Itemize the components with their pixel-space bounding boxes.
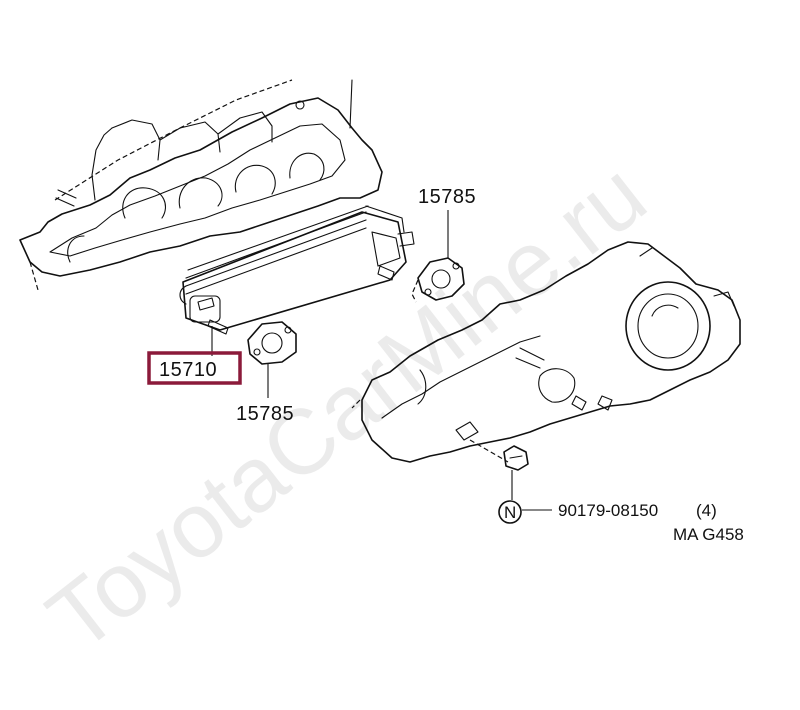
gasket-lower-drawing — [247, 321, 297, 365]
pump-housing-drawing — [351, 241, 741, 463]
figure-code: MA G458 — [673, 525, 744, 544]
gasket-upper-part-number[interactable]: 15785 — [418, 186, 476, 208]
gasket-lower-part-number[interactable]: 15785 — [236, 403, 294, 425]
gasket-upper-drawing — [411, 257, 465, 303]
bolt-marker-letter: N — [504, 503, 516, 522]
engine-block-drawing — [19, 79, 383, 291]
oil-cooler-drawing — [179, 205, 415, 335]
oil-cooler-part-number[interactable]: 15710 — [159, 359, 217, 381]
bolt-marker-circle — [498, 500, 522, 524]
bolt-drawing — [503, 445, 529, 471]
bolt-quantity: (4) — [696, 501, 717, 520]
bolt-part-number[interactable]: 90179-08150 — [558, 501, 658, 520]
oil-cooler-highlight-box — [147, 351, 242, 385]
watermark-text: ToyotaCarMine.ru — [30, 143, 665, 670]
